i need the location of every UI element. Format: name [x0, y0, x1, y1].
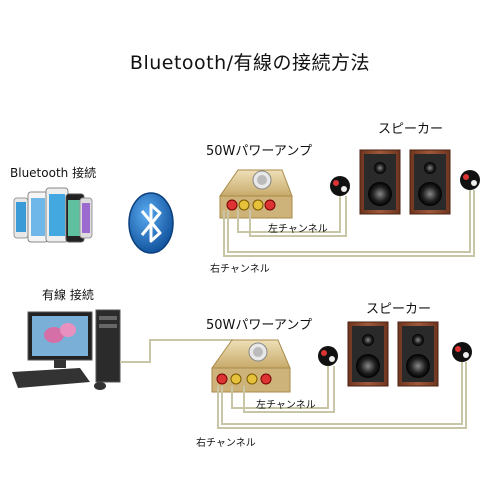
- audio-cable: [120, 339, 233, 363]
- desktop-computer-illustration: [12, 309, 121, 390]
- speaker-terminal-left-bottom: [318, 346, 338, 366]
- amplifier-label-bottom: 50Wパワーアンプ: [206, 318, 312, 333]
- right-channel-label-bottom: 右チャンネル: [196, 438, 256, 449]
- page-title: Bluetooth/有線の接続方法: [129, 52, 371, 74]
- bluetooth-connection-label: Bluetooth 接続: [10, 166, 97, 180]
- amplifier-top: [219, 169, 293, 219]
- speaker-label-bottom: スピーカー: [366, 302, 432, 317]
- speaker-terminal-left-top: [330, 176, 350, 196]
- amplifier-bottom: [211, 339, 291, 393]
- smartphones-illustration: [13, 187, 93, 243]
- right-channel-label-top: 右チャンネル: [210, 264, 270, 275]
- speaker-label-top: スピーカー: [378, 122, 444, 137]
- wired-connection-label: 有線 接続: [42, 288, 94, 302]
- left-channel-label-bottom: 左チャンネル: [256, 400, 316, 411]
- speaker-pair-top: [359, 149, 451, 215]
- speaker-terminal-right-top: [460, 170, 480, 190]
- amplifier-label-top: 50Wパワーアンプ: [206, 144, 312, 159]
- speaker-terminal-right-bottom: [452, 342, 472, 362]
- bluetooth-icon: [128, 192, 174, 254]
- speaker-pair-bottom: [347, 321, 439, 387]
- left-channel-label-top: 左チャンネル: [268, 224, 328, 235]
- wires-top: [223, 190, 475, 257]
- wires-bottom: [217, 362, 467, 429]
